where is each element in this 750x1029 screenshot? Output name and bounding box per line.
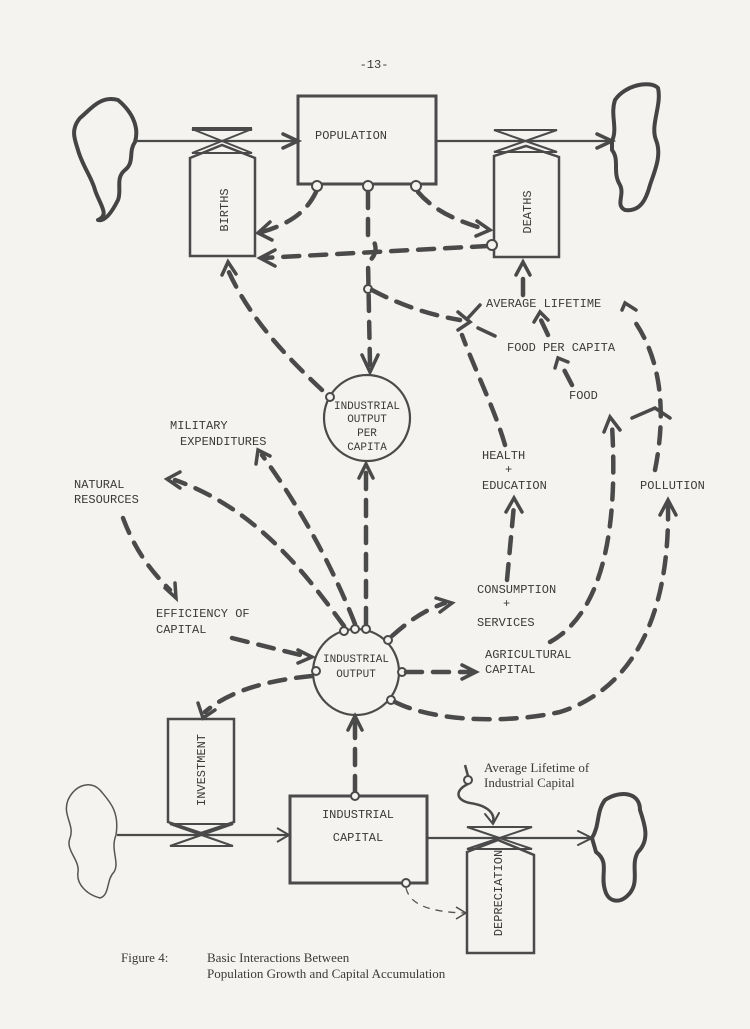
- io-label-2: OUTPUT: [336, 669, 376, 681]
- link-agricultural-to-food: [547, 422, 616, 645]
- consumption-label-1: CONSUMPTION: [477, 583, 556, 597]
- industrial-capital-label-2: CAPITAL: [333, 831, 383, 845]
- food-label: FOOD: [569, 389, 598, 403]
- food-per-capita-label: FOOD PER CAPITA: [507, 341, 616, 355]
- caption-line-2: Population Growth and Capital Accumulati…: [207, 966, 446, 981]
- average-lifetime-label: AVERAGE LIFETIME: [486, 297, 601, 311]
- consumption-plus: +: [503, 597, 510, 611]
- link-natres-to-efficiency: [120, 515, 173, 593]
- link-iopc-to-lifetime: [369, 287, 463, 323]
- efficiency-label-1: EFFICIENCY OF: [156, 607, 250, 621]
- iopc-label-2: OUTPUT: [347, 414, 387, 426]
- link-pollution-to-lifetime: [627, 312, 663, 473]
- deaths-label: DEATHS: [521, 190, 535, 233]
- investment-label: INVESTMENT: [195, 734, 209, 806]
- avg-lifetime-capital-label-2: Industrial Capital: [484, 775, 575, 790]
- link-population-to-deaths: [415, 189, 491, 233]
- link-fpc-to-lifetime: [537, 315, 551, 338]
- link-consumption-to-health: [504, 502, 517, 583]
- link-food-to-fpc: [557, 359, 575, 388]
- link-capital-to-depreciation: [405, 887, 466, 914]
- investment-rate-box: [166, 717, 236, 835]
- sink-cloud-depreciation: [590, 792, 648, 903]
- link-population-to-iopc: [365, 189, 378, 368]
- link-io-to-pollution: [392, 502, 671, 722]
- sink-cloud-deaths: [610, 82, 661, 213]
- link-health-to-lifetime: [459, 332, 508, 448]
- io-label-1: INDUSTRIAL: [323, 654, 389, 666]
- iopc-label-1: INDUSTRIAL: [334, 401, 400, 413]
- deaths-valve-icon: [493, 129, 558, 153]
- link-efficiency-to-io: [229, 635, 308, 659]
- link-io-to-investment: [202, 673, 315, 715]
- military-label-1: MILITARY: [170, 419, 228, 433]
- military-label-2: EXPENDITURES: [180, 435, 266, 449]
- births-label: BIRTHS: [218, 188, 232, 231]
- industrial-capital-label-1: INDUSTRIAL: [322, 808, 394, 822]
- page-number: -13-: [360, 58, 389, 72]
- health-label: HEALTH: [482, 449, 525, 463]
- natural-resources-label-2: RESOURCES: [74, 493, 139, 507]
- agricultural-label-2: CAPITAL: [485, 663, 535, 677]
- source-cloud-births: [72, 97, 139, 223]
- investment-valve-icon: [169, 823, 234, 847]
- health-plus: +: [505, 463, 512, 477]
- population-label: POPULATION: [315, 129, 387, 143]
- education-label: EDUCATION: [482, 479, 547, 493]
- depreciation-valve-icon: [466, 826, 533, 850]
- link-avg-lifetime-to-depreciation: [457, 764, 495, 823]
- agricultural-label-1: AGRICULTURAL: [485, 648, 571, 662]
- caption-line-1: Basic Interactions Between: [207, 950, 350, 965]
- link-population-to-births: [259, 189, 319, 235]
- efficiency-label-2: CAPITAL: [156, 623, 206, 637]
- link-io-to-military: [259, 452, 358, 627]
- source-cloud-investment: [65, 784, 118, 899]
- link-io-to-natural-resources: [172, 477, 347, 629]
- depreciation-label: DEPRECIATION: [492, 850, 506, 936]
- services-label: SERVICES: [477, 616, 535, 630]
- link-iopc-to-births: [225, 267, 325, 393]
- avg-lifetime-capital-label-1: Average Lifetime of: [484, 760, 590, 775]
- iopc-label-3: PER: [357, 428, 377, 440]
- caption-figure-label: Figure 4:: [121, 950, 168, 965]
- iopc-label-4: CAPITA: [347, 442, 387, 454]
- link-io-to-consumption: [389, 600, 448, 639]
- depreciation-rate-box: [465, 838, 536, 955]
- natural-resources-label-1: NATURAL: [74, 478, 124, 492]
- iopc-auxiliary: [322, 373, 412, 463]
- pollution-label: POLLUTION: [640, 479, 705, 493]
- births-rate-box: [188, 143, 257, 258]
